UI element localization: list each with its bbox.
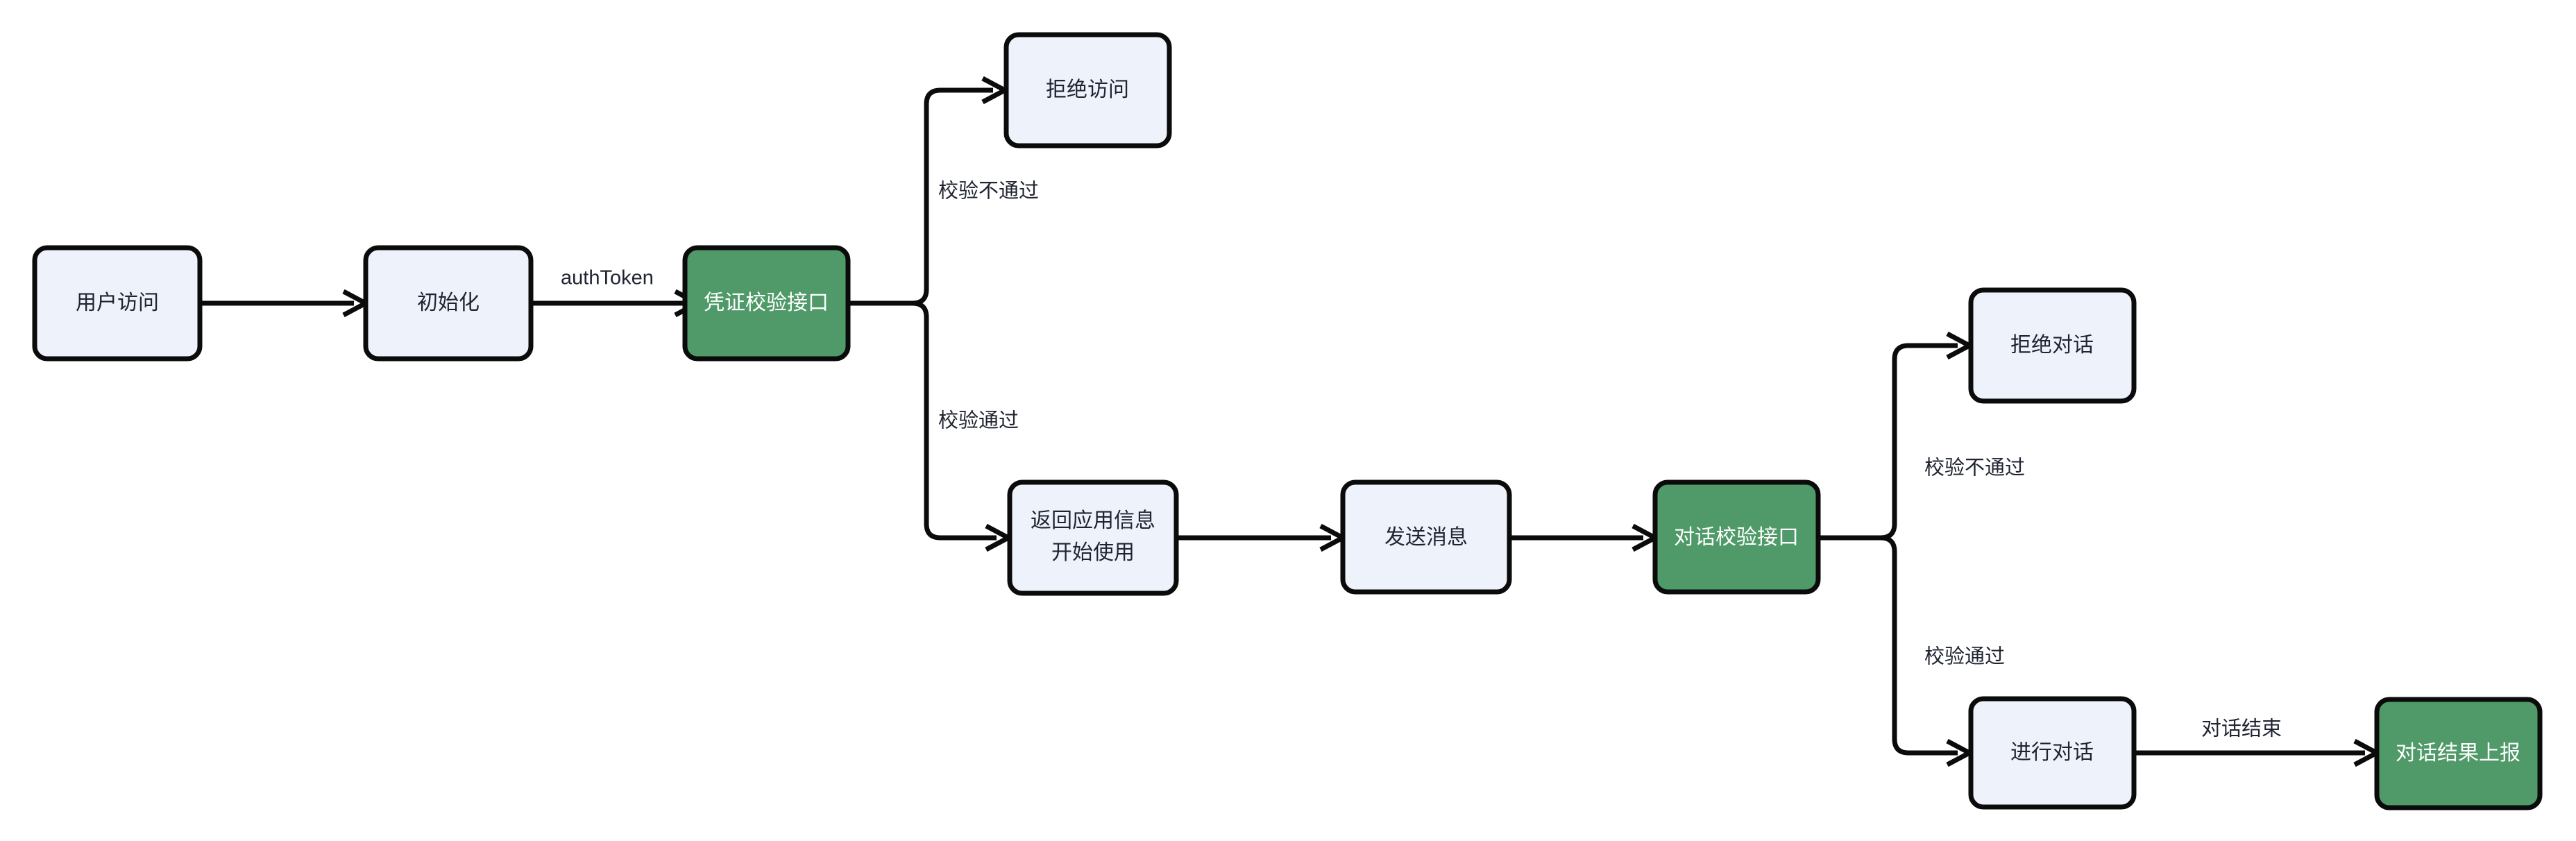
edge-line xyxy=(848,300,997,541)
node-label: 进行对话 xyxy=(2010,741,2094,764)
node-label: 用户访问 xyxy=(76,291,159,314)
node-shape[interactable] xyxy=(1003,32,1172,148)
node-shape[interactable] xyxy=(1968,287,2137,404)
node-label: 拒绝访问 xyxy=(1046,78,1129,101)
node-return-app-info[interactable]: 返回应用信息 开始使用 xyxy=(1007,479,1179,596)
edge-send-message-to-dialog-verify xyxy=(1509,523,1661,552)
edge-label-verify-failed-2: 校验不通过 xyxy=(1924,457,2025,479)
node-label: 对话校验接口 xyxy=(1674,526,1799,549)
edge-label-authtoken: authToken xyxy=(561,267,654,289)
node-shape[interactable] xyxy=(32,245,203,362)
edge-label-verify-passed-1: 校验通过 xyxy=(938,409,1019,432)
edge-credential-verify-to-return-app-info: 校验通过 xyxy=(848,300,1019,552)
node-shape[interactable] xyxy=(1652,479,1821,595)
edge-label-dialog-end: 对话结束 xyxy=(2201,717,2282,740)
edge-line xyxy=(1818,343,1958,541)
node-report-result[interactable]: 对话结果上报 xyxy=(2374,697,2543,810)
edge-init-to-credential-verify: authToken xyxy=(531,267,703,318)
edge-return-app-info-to-send-message xyxy=(1176,523,1348,552)
node-label-line1: 返回应用信息 xyxy=(1031,509,1155,532)
node-label: 对话结果上报 xyxy=(2396,742,2520,765)
node-label-line2: 开始使用 xyxy=(1051,541,1135,564)
node-shape[interactable] xyxy=(2374,697,2543,810)
node-shape[interactable] xyxy=(1007,479,1179,596)
node-dialog-verify[interactable]: 对话校验接口 xyxy=(1652,479,1821,595)
node-credential-verify[interactable]: 凭证校验接口 xyxy=(682,245,851,362)
node-shape[interactable] xyxy=(363,245,534,362)
node-label: 拒绝对话 xyxy=(2010,334,2094,357)
node-user-access[interactable]: 用户访问 xyxy=(32,245,203,362)
node-label: 初始化 xyxy=(417,291,480,314)
node-shape[interactable] xyxy=(682,245,851,362)
node-label: 发送消息 xyxy=(1384,526,1468,549)
node-label: 凭证校验接口 xyxy=(704,291,829,314)
node-do-dialog[interactable]: 进行对话 xyxy=(1968,696,2137,810)
node-deny-dialog[interactable]: 拒绝对话 xyxy=(1968,287,2137,404)
node-shape[interactable] xyxy=(1340,479,1512,595)
node-init[interactable]: 初始化 xyxy=(363,245,534,362)
edge-label-verify-failed-1: 校验不通过 xyxy=(938,180,1039,203)
edge-do-dialog-to-report-result: 对话结束 xyxy=(2134,717,2382,767)
edge-user-access-to-init xyxy=(200,289,371,318)
node-shape[interactable] xyxy=(1968,696,2137,810)
node-deny-access[interactable]: 拒绝访问 xyxy=(1003,32,1172,148)
edge-label-verify-passed-2: 校验通过 xyxy=(1924,645,2005,668)
edge-line xyxy=(1818,535,1958,756)
node-send-message[interactable]: 发送消息 xyxy=(1340,479,1512,595)
